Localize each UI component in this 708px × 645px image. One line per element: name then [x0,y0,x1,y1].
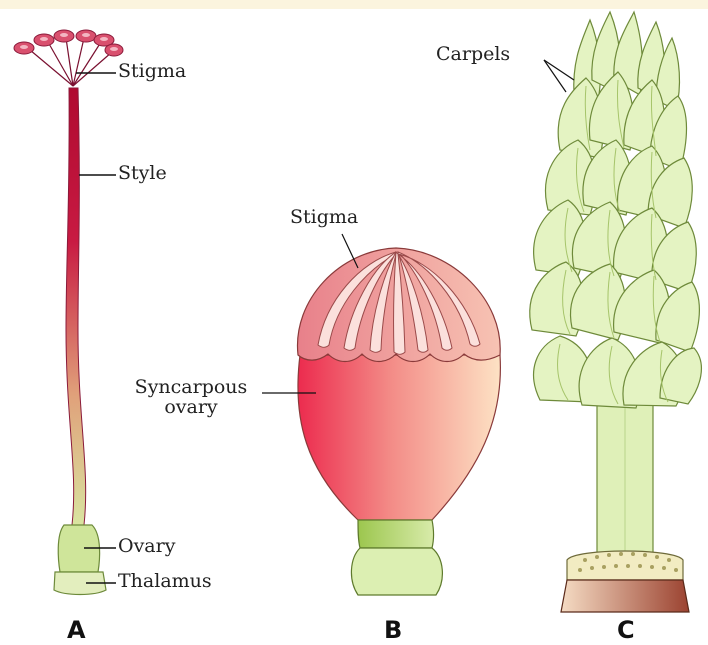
label-a-ovary: Ovary [118,537,175,557]
panel-letter-a: A [67,616,86,644]
label-a-style: Style [118,164,167,184]
pistil-c-art [530,12,702,612]
label-c-carpels: Carpels [436,45,510,65]
panel-letter-c: C [617,616,635,644]
panel-letter-b: B [384,616,402,644]
label-a-thalamus: Thalamus [118,572,212,592]
label-b-stigma: Stigma [290,208,358,228]
pistil-b-art [262,234,500,595]
label-a-stigma: Stigma [118,62,186,82]
label-b-syncarpous-ovary: Syncarpous ovary [120,378,262,418]
pistil-a-art [14,30,123,595]
